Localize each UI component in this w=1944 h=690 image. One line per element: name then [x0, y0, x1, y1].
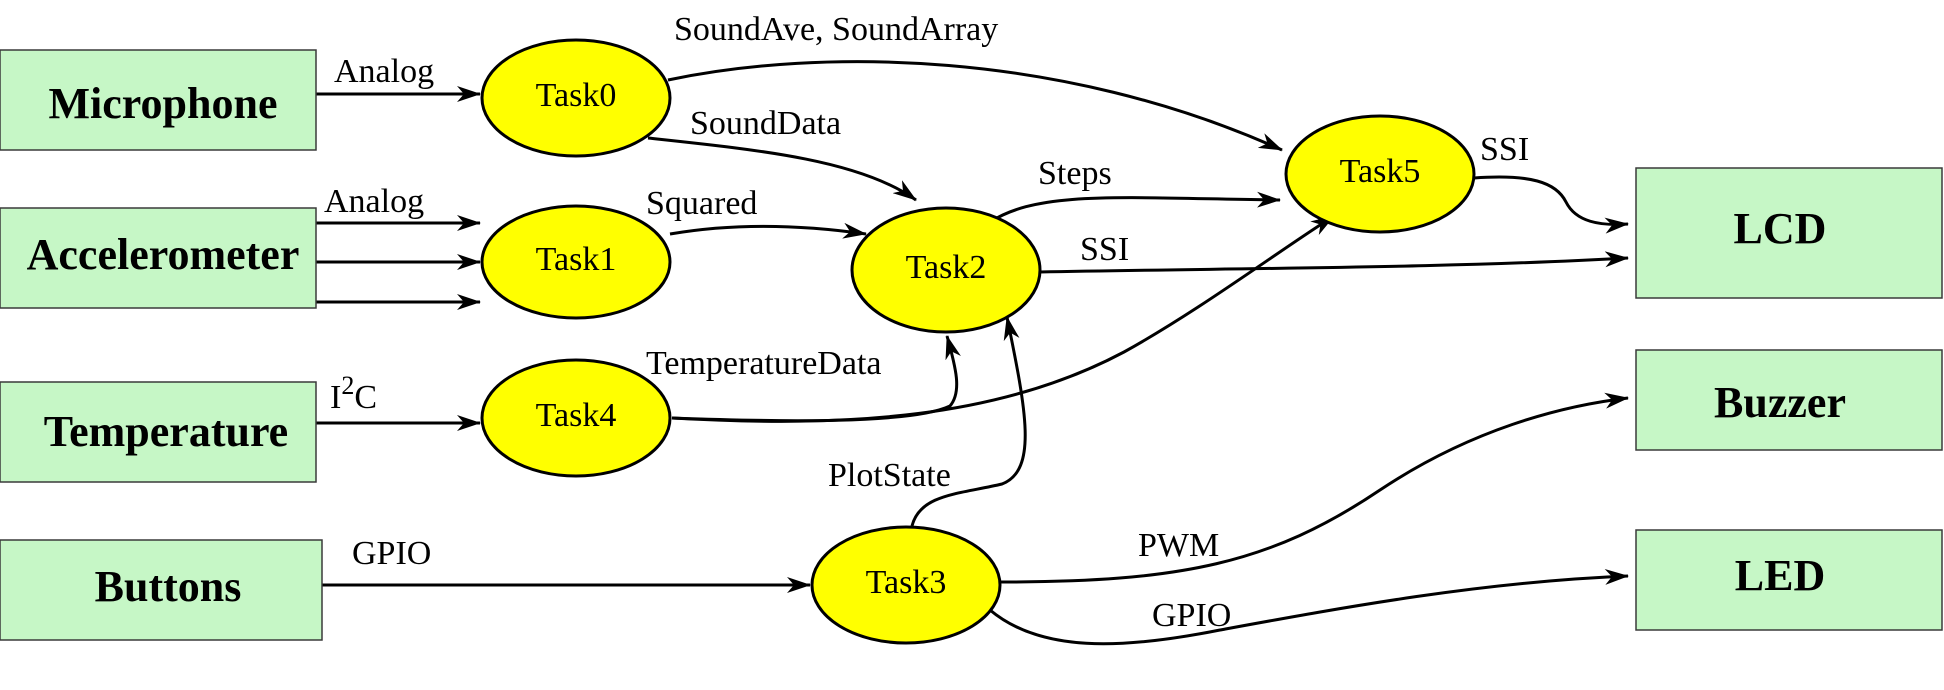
edge-label-plot-state: PlotState [828, 457, 951, 494]
edge-label-gpio-in: GPIO [352, 535, 431, 572]
edge-task3-buzzer [999, 392, 1629, 584]
node-task2: Task2 [850, 206, 1042, 334]
edge-task1-task2 [669, 222, 867, 239]
edge-label-sound-ave-array: SoundAve, SoundArray [674, 11, 998, 48]
edge-label-i2c: I2C [330, 371, 377, 416]
device-label-temperature: Temperature [44, 407, 288, 456]
node-label-task0: Task0 [536, 77, 617, 114]
node-label-task4: Task4 [536, 397, 617, 434]
edge-label-ssi-task5: SSI [1480, 131, 1529, 168]
edge-label-mic-analog: Analog [334, 53, 434, 90]
edges [316, 60, 1629, 646]
edge-task0-task5 [667, 60, 1283, 152]
edge-label-pwm: PWM [1138, 527, 1219, 564]
node-task3: Task3 [810, 525, 1002, 645]
device-lcd: LCD [1635, 167, 1943, 299]
edge-label-sound-data: SoundData [690, 105, 841, 142]
node-task4: Task4 [480, 358, 672, 478]
device-buttons: Buttons [0, 539, 323, 641]
device-label-lcd: LCD [1734, 204, 1827, 253]
edge-task3-led [989, 568, 1629, 646]
node-label-task1: Task1 [536, 241, 617, 278]
edge-task2-task5 [989, 191, 1281, 224]
edge-label-temperature-data: TemperatureData [646, 345, 881, 382]
edge-label-steps: Steps [1038, 155, 1112, 192]
edge-task4-task5 [671, 214, 1335, 423]
edge-task0-task2 [647, 136, 917, 202]
edge-task5-lcd [1473, 175, 1629, 234]
device-buzzer: Buzzer [1635, 349, 1943, 451]
edge-task3-task2 [910, 316, 1027, 527]
device-microphone: Microphone [0, 49, 317, 151]
device-label-microphone: Microphone [49, 79, 278, 128]
edge-label-ssi-task2: SSI [1080, 231, 1129, 268]
device-accelerometer: Accelerometer [0, 207, 317, 309]
device-led: LED [1635, 529, 1943, 631]
node-label-task5: Task5 [1340, 153, 1421, 190]
node-task0: Task0 [480, 38, 672, 158]
node-task1: Task1 [480, 204, 672, 320]
edge-labels: Analog Analog SoundAve, SoundArray Sound… [324, 11, 1529, 634]
device-label-accelerometer: Accelerometer [27, 230, 300, 279]
device-temperature: Temperature [0, 381, 317, 483]
edge-label-squared: Squared [646, 185, 757, 222]
edge-task2-lcd [1039, 251, 1629, 274]
node-label-task3: Task3 [866, 564, 947, 601]
device-label-led: LED [1735, 551, 1825, 600]
edge-label-accel-analog: Analog [324, 183, 424, 220]
node-task5: Task5 [1284, 114, 1476, 234]
edge-label-gpio-out: GPIO [1152, 597, 1231, 634]
device-label-buzzer: Buzzer [1714, 378, 1846, 427]
device-label-buttons: Buttons [95, 562, 242, 611]
node-label-task2: Task2 [906, 249, 987, 286]
